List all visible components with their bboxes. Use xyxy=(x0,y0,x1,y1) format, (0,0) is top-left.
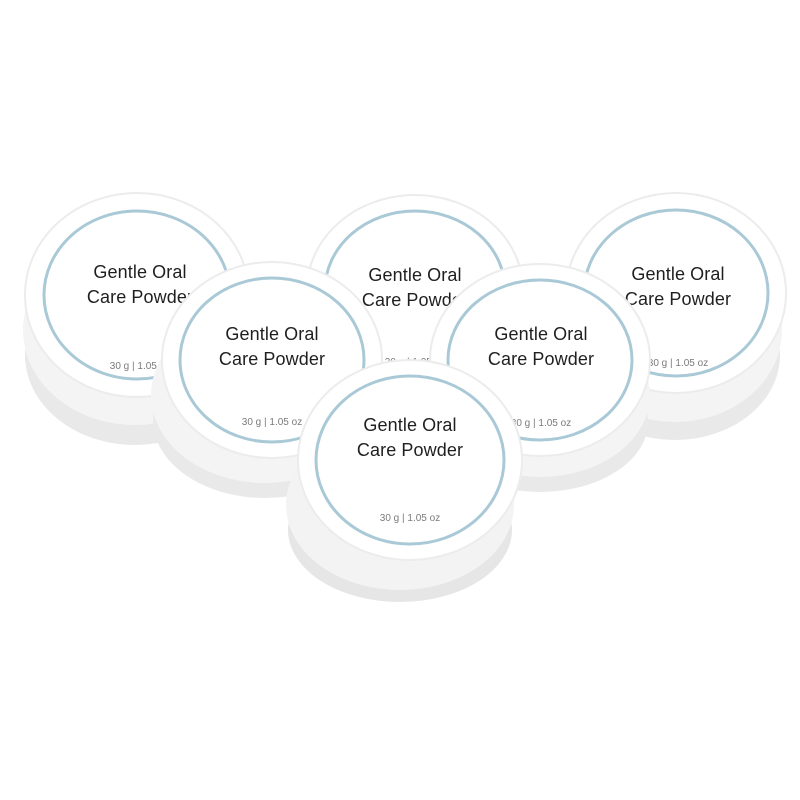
net-weight: 30 g | 1.05 oz xyxy=(109,361,171,372)
product-name-line2: Care Powder xyxy=(356,440,464,460)
net-weight: 30 g | 1.05 oz xyxy=(510,418,572,429)
product-name-line1: Gentle Oral xyxy=(93,262,187,282)
net-weight: 30 g | 1.05 oz xyxy=(241,417,303,428)
product-name-line1: Gentle Oral xyxy=(368,265,462,285)
product-name-line1: Gentle Oral xyxy=(363,415,457,435)
net-weight: 30 g | 1.05 oz xyxy=(647,358,709,369)
product-name-line2: Care Powder xyxy=(487,349,595,369)
net-weight: 30 g | 1.05 oz xyxy=(379,513,441,524)
product-name-line2: Care Powder xyxy=(624,289,732,309)
jar-shape xyxy=(286,359,523,602)
product-name-line1: Gentle Oral xyxy=(225,324,319,344)
product-name-line2: Care Powder xyxy=(86,287,194,307)
product-name-line2: Care Powder xyxy=(218,349,326,369)
powder-jar-front: Gentle Oral Care Powder 30 g | 1.05 oz xyxy=(275,350,535,610)
product-name-line2: Care Powder xyxy=(361,290,469,310)
product-name-line1: Gentle Oral xyxy=(494,324,588,344)
product-name-line1: Gentle Oral xyxy=(631,264,725,284)
